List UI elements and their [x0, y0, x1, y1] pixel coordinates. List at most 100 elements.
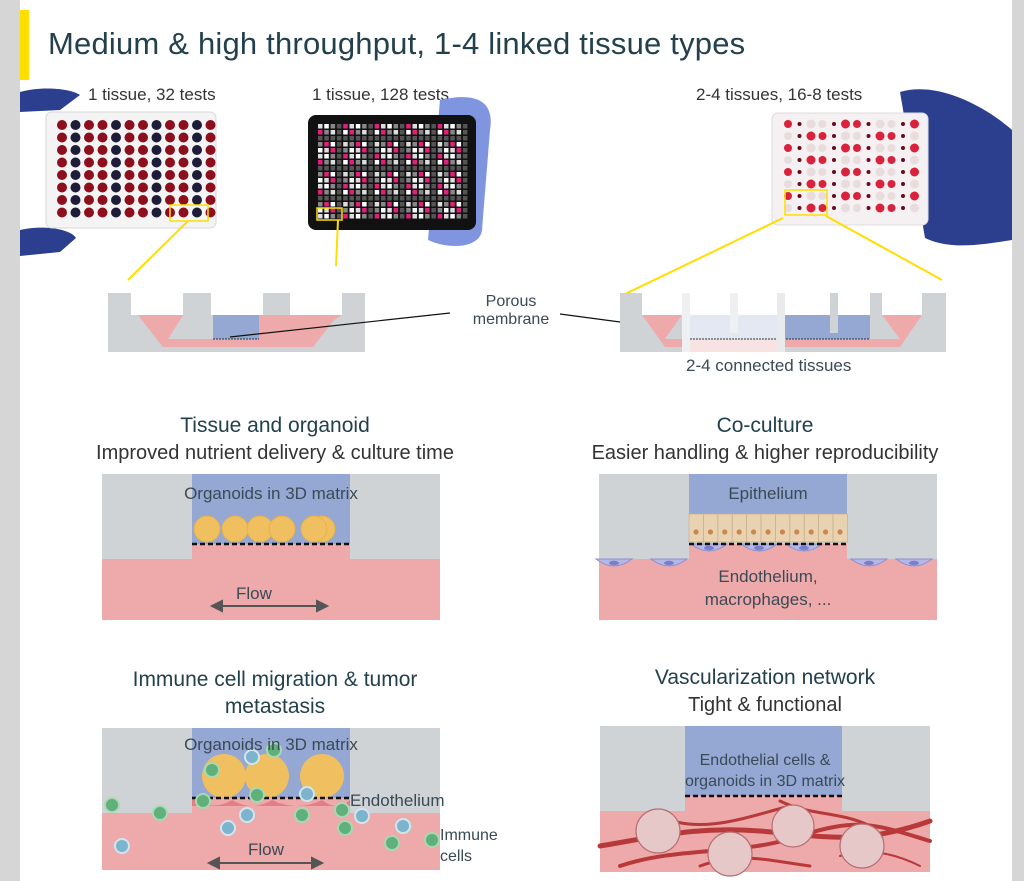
- well: [381, 148, 386, 153]
- well: [393, 172, 399, 177]
- well: [374, 202, 380, 207]
- well: [57, 195, 67, 205]
- well: [437, 172, 443, 177]
- immune-migration-diagram: [102, 728, 440, 870]
- well: [111, 132, 121, 143]
- well: [368, 214, 373, 219]
- well: [425, 214, 430, 219]
- well: [336, 148, 342, 153]
- nucleus: [837, 529, 843, 535]
- nucleus: [808, 529, 814, 535]
- well: [784, 132, 792, 140]
- well: [797, 158, 802, 162]
- well: [456, 190, 462, 195]
- well: [151, 170, 162, 180]
- well: [362, 184, 367, 189]
- well: [393, 148, 399, 153]
- well: [437, 148, 443, 153]
- well: [336, 202, 342, 207]
- nucleus: [794, 529, 800, 535]
- immune-cell: [354, 808, 370, 824]
- well: [362, 190, 367, 195]
- well: [138, 145, 148, 155]
- vascular-panel-heading: Vascularization network: [654, 666, 876, 689]
- well: [412, 190, 417, 195]
- well: [797, 182, 802, 186]
- well: [318, 178, 323, 183]
- well: [355, 208, 361, 213]
- well: [151, 207, 162, 218]
- well: [444, 124, 449, 129]
- well: [412, 178, 417, 183]
- well: [355, 124, 361, 129]
- well: [349, 196, 354, 201]
- well: [387, 136, 392, 141]
- well: [343, 148, 348, 153]
- well: [387, 196, 392, 201]
- well: [431, 208, 436, 213]
- well: [910, 119, 919, 129]
- well: [437, 124, 443, 129]
- well: [437, 160, 443, 165]
- well: [425, 160, 430, 165]
- well: [124, 195, 135, 205]
- immune-matrix-label: Organoids in 3D matrix: [184, 735, 358, 754]
- well: [418, 178, 424, 183]
- well: [456, 178, 462, 183]
- well: [374, 124, 380, 129]
- well: [178, 170, 189, 180]
- well: [406, 160, 411, 165]
- vascular-panel-subheading: Tight & functional: [688, 694, 842, 716]
- well: [381, 172, 386, 177]
- well: [462, 202, 468, 207]
- well: [362, 136, 367, 141]
- well: [362, 124, 367, 129]
- well: [318, 142, 323, 147]
- well: [349, 160, 354, 165]
- vascular-matrix-label-line1: Endothelial cells &: [699, 752, 831, 769]
- well: [437, 196, 443, 201]
- well: [330, 160, 336, 165]
- well: [205, 157, 216, 168]
- well: [387, 202, 392, 207]
- well: [84, 170, 94, 180]
- well: [450, 184, 455, 189]
- well: [901, 122, 905, 126]
- well: [124, 170, 135, 180]
- well: [387, 160, 392, 165]
- plate-32-image: [20, 88, 217, 256]
- well: [324, 142, 329, 147]
- well: [412, 208, 417, 213]
- well: [178, 195, 189, 205]
- well: [393, 166, 399, 171]
- well: [336, 208, 342, 213]
- well: [381, 154, 386, 159]
- well: [406, 148, 411, 153]
- well: [368, 172, 373, 177]
- well: [399, 136, 405, 141]
- well: [399, 142, 405, 147]
- well: [355, 214, 361, 219]
- well: [462, 148, 468, 153]
- immune-cell: [395, 818, 411, 834]
- well: [324, 208, 329, 213]
- well: [124, 132, 135, 143]
- well: [124, 182, 135, 193]
- well: [412, 214, 417, 219]
- immune-cell: [104, 797, 120, 813]
- well: [336, 130, 342, 135]
- well: [456, 154, 462, 159]
- well: [349, 130, 354, 135]
- well: [797, 146, 802, 150]
- well: [387, 124, 392, 129]
- well: [393, 130, 399, 135]
- well: [399, 148, 405, 153]
- well: [318, 172, 323, 177]
- well: [57, 157, 67, 168]
- well: [138, 170, 148, 180]
- well: [431, 172, 436, 177]
- well: [412, 130, 417, 135]
- well: [324, 178, 329, 183]
- flow-arrow-icon: [209, 599, 330, 613]
- well: [866, 122, 871, 126]
